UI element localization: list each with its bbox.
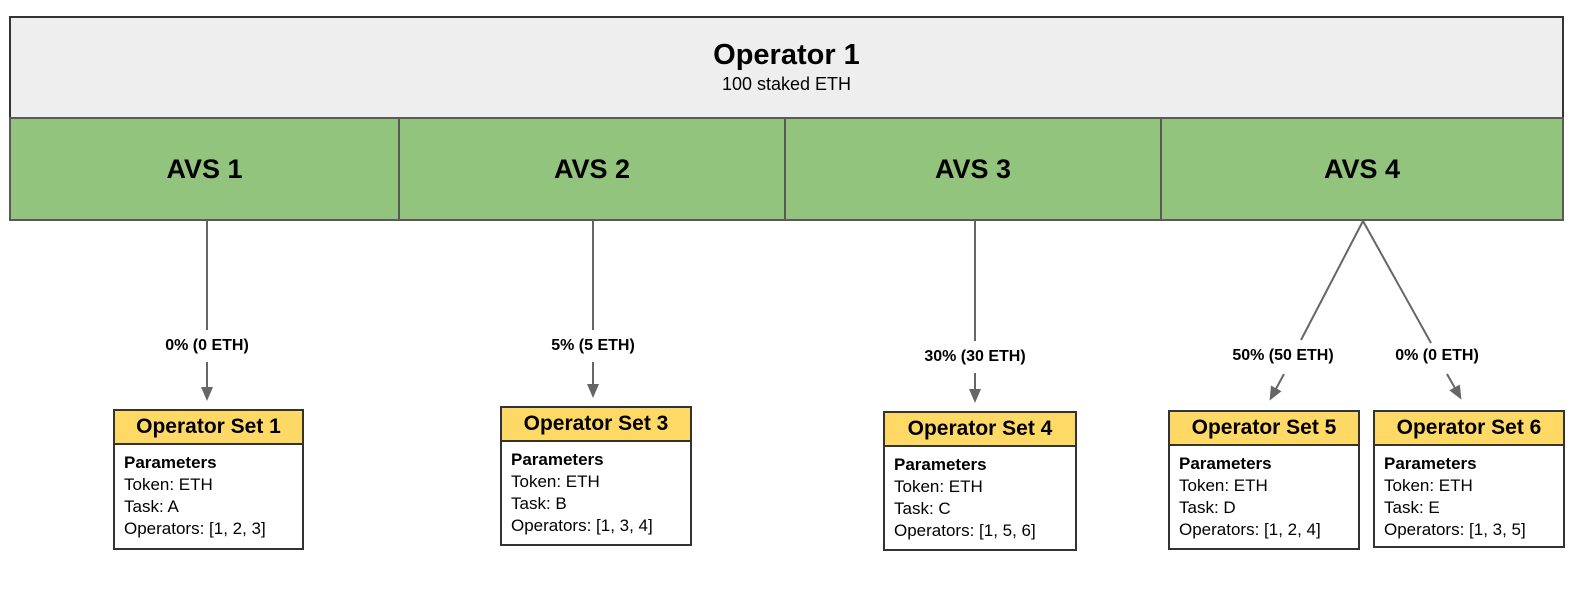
avs-4-label: AVS 4	[1323, 153, 1401, 184]
operator-set-6-node: Operator Set 6 Parameters Token: ETH Tas…	[1373, 410, 1565, 548]
params-heading: Parameters	[511, 450, 604, 469]
operator-set-1-title: Operator Set 1	[115, 411, 302, 445]
param-task: Task: D	[1179, 498, 1236, 518]
allocation-label-avs3: 30% (30 ETH)	[920, 347, 1030, 367]
avs-section-1: AVS 1	[11, 119, 400, 219]
avs-1-label: AVS 1	[166, 153, 243, 184]
param-token: Token: ETH	[1179, 476, 1268, 496]
avs-2-label: AVS 2	[553, 153, 631, 184]
operator-title: Operator 1	[713, 38, 860, 71]
allocation-label-avs1: 0% (0 ETH)	[161, 336, 253, 356]
operator-set-1-body: Parameters Token: ETH Task: A Operators:…	[115, 445, 302, 545]
arrow-avs4-set5-lower	[1269, 373, 1285, 401]
avs-bar: AVS 1 AVS 2 AVS 3 AVS 4	[9, 117, 1564, 221]
params-heading: Parameters	[1179, 454, 1272, 473]
avs-section-2: AVS 2	[400, 119, 786, 219]
allocation-label-avs4-set5: 50% (50 ETH)	[1228, 346, 1338, 366]
operator-node: Operator 1 100 staked ETH	[9, 16, 1564, 117]
avs-3-label: AVS 3	[934, 153, 1012, 184]
params-heading: Parameters	[124, 453, 217, 472]
param-token: Token: ETH	[124, 475, 213, 495]
operator-set-5-node: Operator Set 5 Parameters Token: ETH Tas…	[1168, 410, 1360, 550]
param-task: Task: B	[511, 494, 567, 514]
avs-section-4: AVS 4	[1162, 119, 1562, 219]
param-task: Task: C	[894, 499, 951, 519]
operator-set-4-body: Parameters Token: ETH Task: C Operators:…	[885, 447, 1075, 547]
param-operators: Operators: [1, 3, 4]	[511, 516, 653, 536]
param-task: Task: E	[1384, 498, 1440, 518]
arrow-avs4-set6-upper	[1362, 220, 1432, 344]
operator-set-3-node: Operator Set 3 Parameters Token: ETH Tas…	[500, 406, 692, 546]
arrow-avs4-set6-lower	[1446, 373, 1462, 400]
operator-set-3-title: Operator Set 3	[502, 408, 690, 442]
operator-set-1-node: Operator Set 1 Parameters Token: ETH Tas…	[113, 409, 304, 550]
param-operators: Operators: [1, 2, 4]	[1179, 520, 1321, 540]
param-token: Token: ETH	[894, 477, 983, 497]
param-operators: Operators: [1, 3, 5]	[1384, 520, 1526, 540]
operator-set-6-title: Operator Set 6	[1375, 412, 1563, 446]
arrow-avs4-set5-upper	[1300, 220, 1364, 341]
allocation-label-avs4-set6: 0% (0 ETH)	[1391, 346, 1483, 366]
param-operators: Operators: [1, 2, 3]	[124, 519, 266, 539]
operator-set-6-body: Parameters Token: ETH Task: E Operators:…	[1375, 446, 1563, 546]
avs-section-3: AVS 3	[786, 119, 1162, 219]
operator-stake-subtitle: 100 staked ETH	[721, 73, 852, 94]
operator-set-4-title: Operator Set 4	[885, 413, 1075, 447]
params-heading: Parameters	[894, 455, 987, 474]
operator-set-5-body: Parameters Token: ETH Task: D Operators:…	[1170, 446, 1358, 546]
param-operators: Operators: [1, 5, 6]	[894, 521, 1036, 541]
operator-set-5-title: Operator Set 5	[1170, 412, 1358, 446]
param-token: Token: ETH	[511, 472, 600, 492]
param-token: Token: ETH	[1384, 476, 1473, 496]
operator-set-3-body: Parameters Token: ETH Task: B Operators:…	[502, 442, 690, 542]
operator-set-4-node: Operator Set 4 Parameters Token: ETH Tas…	[883, 411, 1077, 551]
allocation-label-avs2: 5% (5 ETH)	[547, 336, 639, 356]
param-task: Task: A	[124, 497, 179, 517]
params-heading: Parameters	[1384, 454, 1477, 473]
